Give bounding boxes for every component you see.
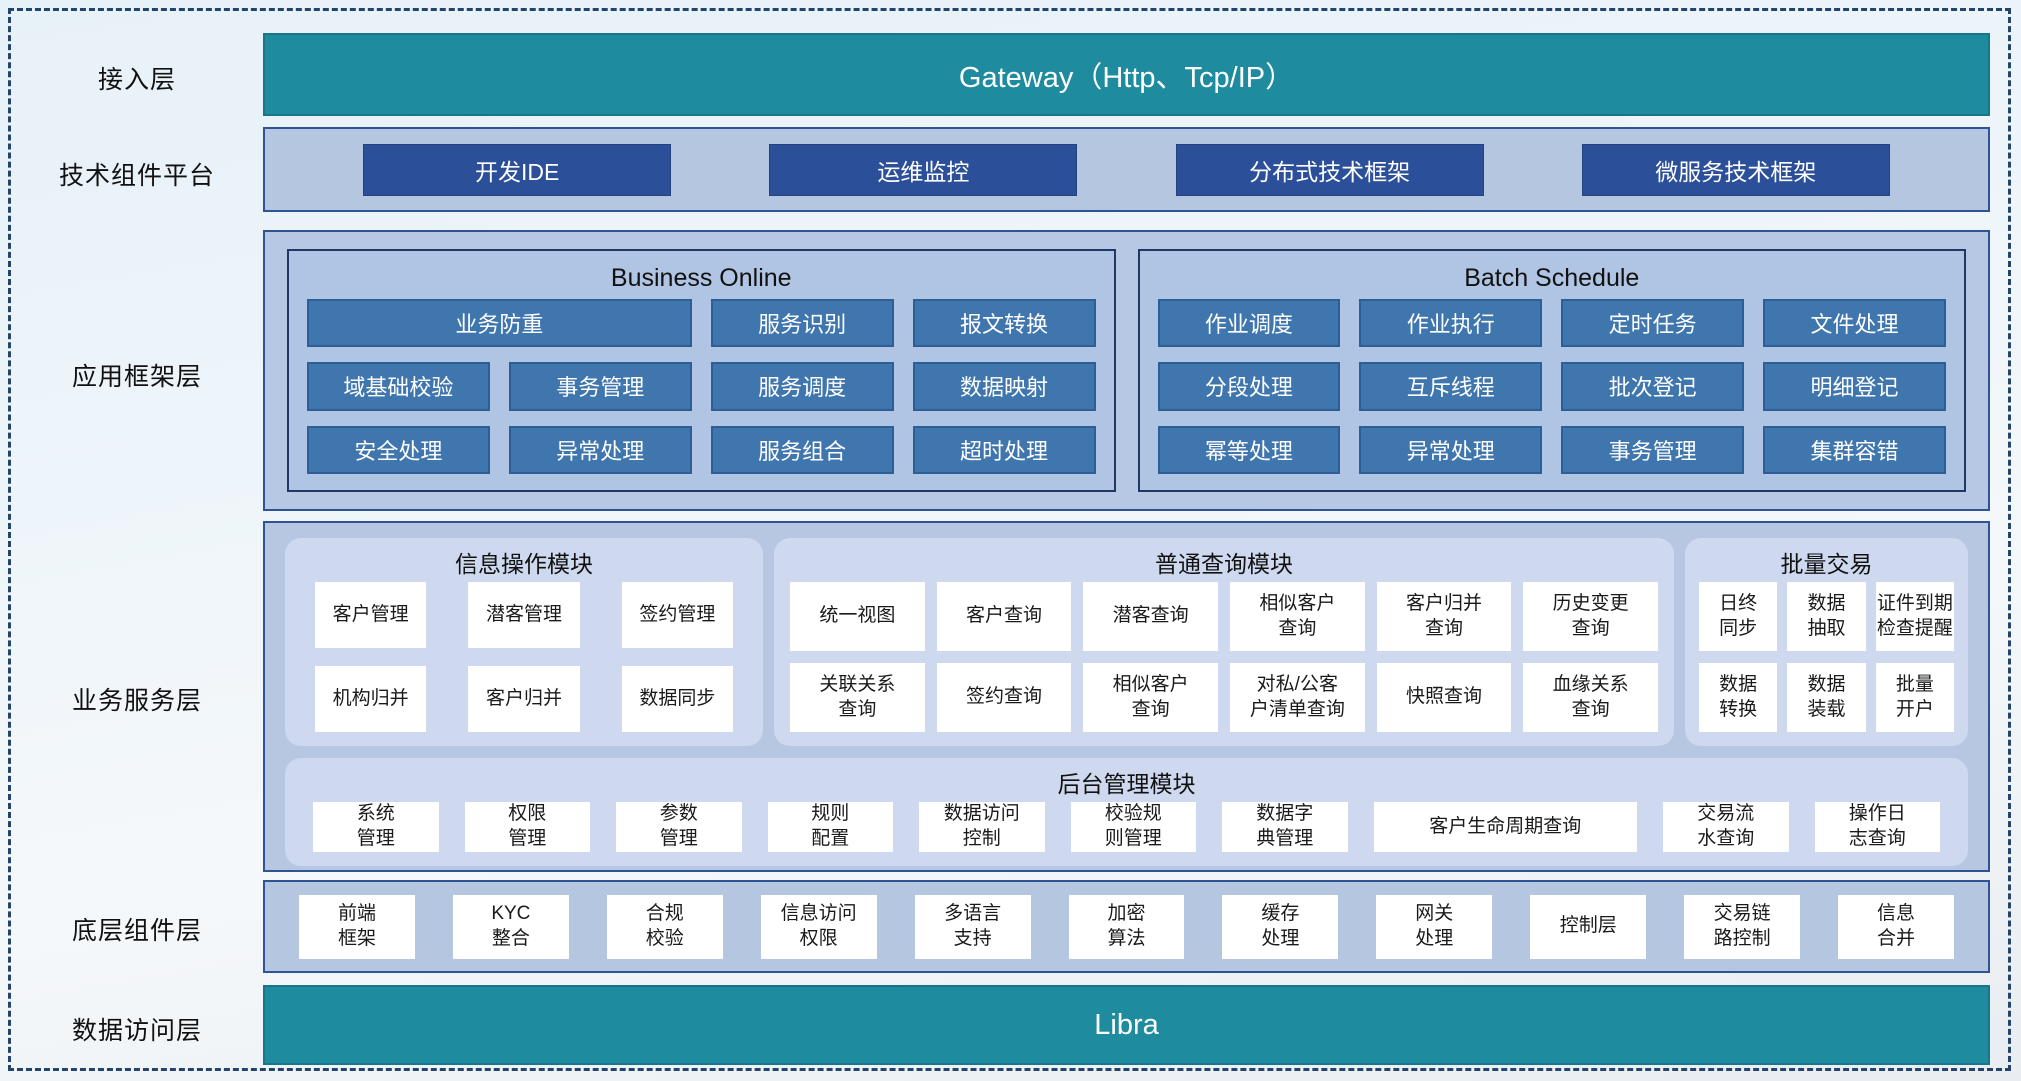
base-cell: 交易链 路控制 — [1684, 894, 1801, 959]
service-cell: 快照查询 — [1376, 663, 1512, 732]
module-button: 文件处理 — [1763, 299, 1946, 348]
service-cell: 客户生命周期查询 — [1373, 802, 1638, 852]
service-cell: 机构归并 — [315, 666, 427, 732]
base-cell: 控制层 — [1530, 894, 1647, 959]
service-cell: 数据访问 控制 — [919, 802, 1045, 852]
service-cell: 数据 转换 — [1699, 663, 1778, 732]
layer-label-data: 数据访问层 — [71, 1017, 202, 1045]
base-cell: 信息 合并 — [1838, 894, 1954, 959]
service-cell: 交易流 水查询 — [1663, 802, 1789, 852]
module-button: 作业执行 — [1359, 299, 1543, 348]
module-button: 事务管理 — [508, 362, 692, 411]
base-cell: 合规 校验 — [606, 894, 723, 959]
batch-schedule-grid: 作业调度 作业执行 定时任务 文件处理 分段处理 互斥线程 批次登记 明细登记 … — [1157, 299, 1946, 474]
layer-label-base: 底层组件层 — [71, 917, 202, 945]
module-button: 批次登记 — [1561, 362, 1745, 411]
service-cell: 潜客管理 — [468, 582, 580, 648]
service-cell: 统一视图 — [790, 582, 925, 651]
base-cell: 网关 处理 — [1376, 894, 1493, 959]
service-cell: 校验规 则管理 — [1070, 802, 1196, 852]
module-button: 超时处理 — [912, 425, 1096, 474]
base-cell: 加密 算法 — [1068, 894, 1185, 959]
backend-admin-module: 后台管理模块 系统 管理 权限 管理 参数 管理 规则 配置 数据访问 控制 校… — [285, 758, 1968, 866]
business-online-title: Business Online — [610, 263, 792, 292]
service-cell: 规则 配置 — [767, 802, 893, 852]
module-button: 事务管理 — [1561, 425, 1745, 474]
service-cell: 签约查询 — [936, 663, 1072, 732]
gateway-bar: Gateway（Http、Tcp/IP） — [263, 33, 1990, 116]
service-cell: 客户查询 — [936, 582, 1072, 651]
tech-item-microservice-fw: 微服务技术框架 — [1581, 143, 1890, 196]
service-cell: 参数 管理 — [616, 802, 742, 852]
module-button: 服务识别 — [710, 299, 894, 348]
base-cell: 缓存 处理 — [1222, 894, 1339, 959]
info-operation-title: 信息操作模块 — [455, 551, 593, 577]
base-cell: KYC 整合 — [452, 894, 569, 959]
service-cell: 数据 装载 — [1787, 663, 1866, 732]
business-service-container: 信息操作模块 客户管理 潜客管理 签约管理 机构归并 客户归并 数据同步 普通查… — [263, 521, 1990, 872]
layer-label-access: 接入层 — [97, 66, 176, 94]
service-cell: 对私/公客 户清单查询 — [1230, 663, 1365, 732]
module-button: 分段处理 — [1157, 362, 1341, 411]
tech-item-distributed-fw: 分布式技术框架 — [1175, 143, 1484, 196]
batch-schedule-title: Batch Schedule — [1464, 263, 1640, 292]
batch-trade-module: 批量交易 日终 同步 数据 抽取 证件到期 检查提醒 数据 转换 数据 装载 批… — [1685, 538, 1968, 746]
service-cell: 批量 开户 — [1875, 663, 1954, 732]
service-cell: 关联关系 查询 — [790, 663, 925, 732]
layer-label-service: 业务服务层 — [71, 687, 202, 715]
service-cell: 数据字 典管理 — [1222, 802, 1348, 852]
module-button: 域基础校验 — [307, 362, 490, 411]
base-cell: 信息访问 权限 — [760, 894, 877, 959]
module-button: 明细登记 — [1763, 362, 1946, 411]
batch-trade-title: 批量交易 — [1780, 551, 1873, 577]
module-button: 数据映射 — [912, 362, 1096, 411]
base-components-container: 前端 框架 KYC 整合 合规 校验 信息访问 权限 多语言 支持 加密 算法 … — [263, 880, 1990, 973]
service-cell: 数据 抽取 — [1787, 582, 1866, 651]
info-operation-module: 信息操作模块 客户管理 潜客管理 签约管理 机构归并 客户归并 数据同步 — [285, 538, 763, 746]
business-online-box: Business Online 业务防重 服务识别 报文转换 域基础校验 事务管… — [287, 249, 1116, 492]
service-cell: 相似客户 查询 — [1230, 582, 1365, 651]
module-button: 作业调度 — [1157, 299, 1341, 348]
service-cell: 数据同步 — [621, 666, 733, 732]
base-cell: 前端 框架 — [299, 894, 415, 959]
module-button: 安全处理 — [307, 425, 490, 474]
business-online-grid: 业务防重 服务识别 报文转换 域基础校验 事务管理 服务调度 数据映射 安全处理… — [307, 299, 1096, 474]
module-button: 幂等处理 — [1157, 425, 1341, 474]
module-button: 异常处理 — [1359, 425, 1543, 474]
service-cell: 潜客查询 — [1083, 582, 1218, 651]
service-cell: 签约管理 — [621, 582, 733, 648]
module-button: 互斥线程 — [1359, 362, 1543, 411]
module-button: 服务调度 — [710, 362, 894, 411]
module-button: 异常处理 — [508, 425, 692, 474]
app-framework-container: Business Online 业务防重 服务识别 报文转换 域基础校验 事务管… — [263, 230, 1990, 511]
layer-label-tech: 技术组件平台 — [58, 162, 215, 190]
module-button: 集群容错 — [1763, 425, 1946, 474]
module-button: 报文转换 — [912, 299, 1096, 348]
service-cell: 证件到期 检查提醒 — [1875, 582, 1954, 651]
service-cell: 客户归并 — [468, 666, 580, 732]
service-cell: 操作日 志查询 — [1814, 802, 1941, 852]
service-cell: 权限 管理 — [464, 802, 590, 852]
service-cell: 历史变更 查询 — [1523, 582, 1658, 651]
batch-schedule-box: Batch Schedule 作业调度 作业执行 定时任务 文件处理 分段处理 … — [1137, 249, 1966, 492]
service-cell: 客户管理 — [315, 582, 427, 648]
service-cell: 血缘关系 查询 — [1523, 663, 1658, 732]
service-cell: 相似客户 查询 — [1083, 663, 1218, 732]
base-cell: 多语言 支持 — [914, 894, 1031, 959]
libra-bar: Libra — [263, 985, 1990, 1065]
layer-label-framework: 应用框架层 — [71, 363, 202, 391]
service-cell: 系统 管理 — [313, 802, 439, 852]
tech-item-ops-monitor: 运维监控 — [769, 143, 1078, 196]
module-button: 定时任务 — [1561, 299, 1745, 348]
service-cell: 日终 同步 — [1699, 582, 1778, 651]
general-query-title: 普通查询模块 — [1155, 551, 1293, 577]
module-button: 业务防重 — [307, 299, 692, 348]
backend-admin-title: 后台管理模块 — [1057, 771, 1196, 797]
tech-item-dev-ide: 开发IDE — [363, 143, 672, 196]
module-button: 服务组合 — [710, 425, 894, 474]
service-cell: 客户归并 查询 — [1376, 582, 1512, 651]
tech-platform-container: 开发IDE 运维监控 分布式技术框架 微服务技术框架 — [263, 127, 1990, 212]
general-query-module: 普通查询模块 统一视图 客户查询 潜客查询 相似客户 查询 客户归并 查询 历史… — [774, 538, 1674, 746]
